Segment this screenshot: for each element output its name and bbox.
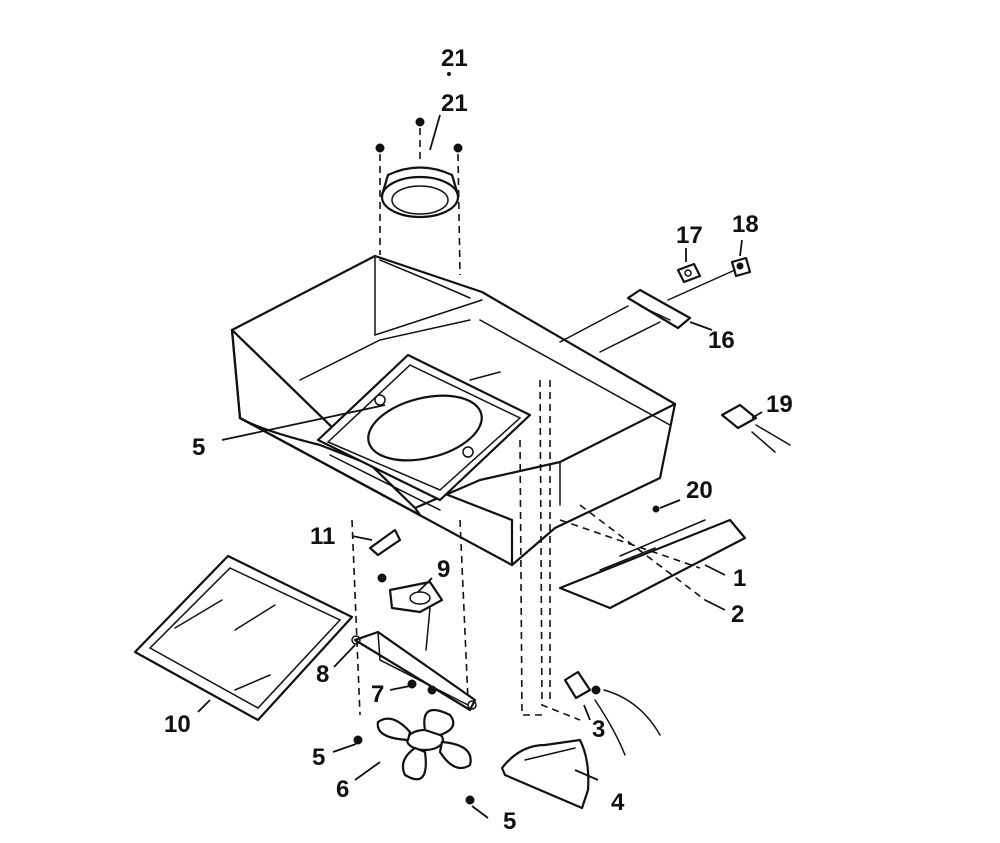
switch-18: [730, 256, 752, 278]
callout-labels: 21 21 17 18 16 19 20 5 11 9 1 2 8 7 10 3…: [164, 45, 793, 835]
motor: [377, 573, 444, 651]
junction-box: [563, 670, 601, 700]
callout-6: 6: [336, 776, 349, 803]
blower-housing: [500, 738, 590, 810]
callout-20: 20: [686, 477, 713, 504]
motor-plate: [316, 353, 532, 511]
callout-3: 3: [592, 716, 605, 743]
callout-2: 2: [731, 601, 744, 628]
callout-4: 4: [611, 789, 625, 816]
bracket-11: [368, 528, 402, 557]
callout-18: 18: [732, 211, 759, 238]
callout-21-top: 21: [441, 45, 468, 72]
lamp-socket: [720, 403, 791, 453]
grease-filter: [133, 554, 354, 722]
callout-21: 21: [441, 90, 468, 117]
fan-blade: [376, 708, 472, 781]
callout-19: 19: [766, 391, 793, 418]
callout-5-bottom: 5: [503, 808, 516, 835]
callout-7: 7: [371, 681, 384, 708]
callout-8: 8: [316, 661, 329, 688]
light-lens: [558, 518, 747, 610]
leader-lines: [197, 114, 763, 819]
callout-17: 17: [676, 222, 703, 249]
callout-1: 1: [733, 565, 746, 592]
callout-11: 11: [310, 523, 335, 550]
callout-10: 10: [164, 711, 191, 738]
switch-plate: [626, 288, 692, 330]
duct-collar: [380, 166, 460, 219]
switch-17: [676, 262, 702, 284]
duct-screws: [375, 117, 463, 153]
callout-16: 16: [708, 327, 735, 354]
callout-5-lower-left: 5: [312, 744, 325, 771]
callout-5-upper: 5: [192, 434, 205, 461]
callout-9: 9: [437, 556, 450, 583]
